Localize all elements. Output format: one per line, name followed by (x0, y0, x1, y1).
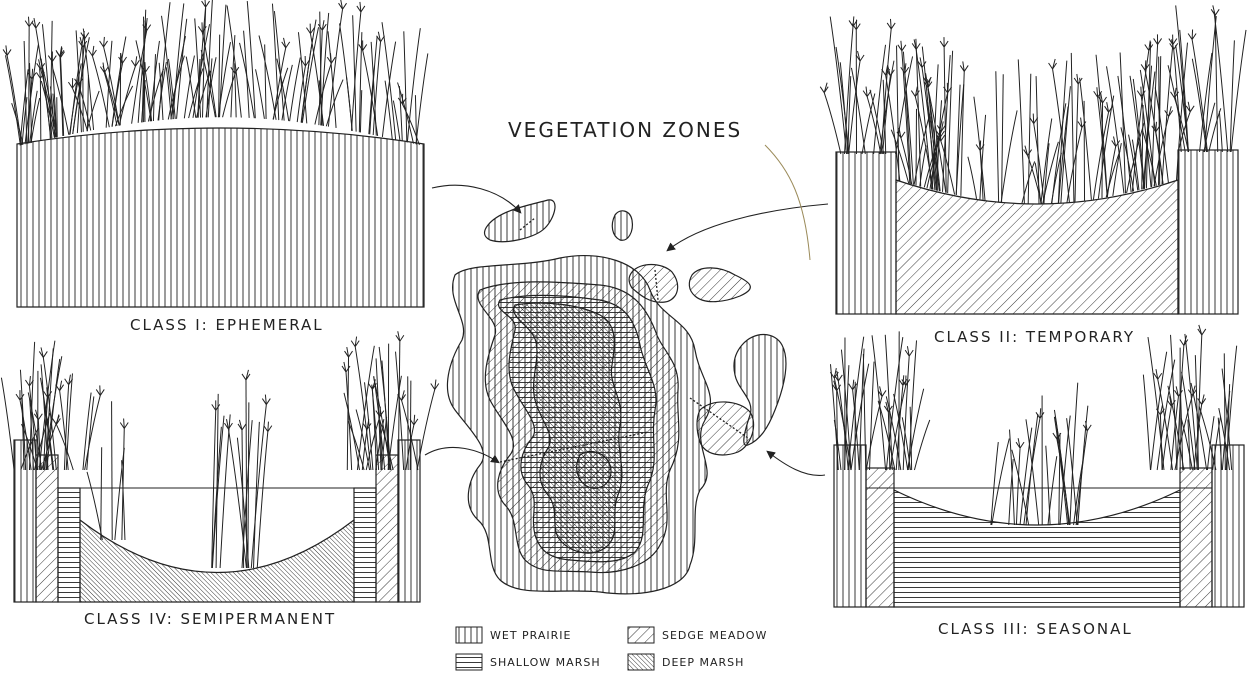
map-island (689, 268, 750, 302)
diagram-title: VEGETATION ZONES (508, 118, 742, 142)
arrow-to-class-3 (768, 452, 825, 475)
vegetation-grass (3, 0, 428, 145)
legend-swatch-shallow-marsh (456, 654, 482, 670)
sedge-meadow-zone (896, 180, 1178, 314)
legend-label-sedge-meadow: SEDGE MEADOW (662, 629, 767, 642)
wet-prairie-right (1212, 445, 1244, 607)
map-island (697, 402, 754, 455)
panel-class-4-semipermanent (1, 331, 438, 602)
legend-label-wet-prairie: WET PRAIRIE (490, 629, 571, 642)
label-class-4: CLASS IV: SEMIPERMANENT (84, 610, 336, 628)
panel-class-2-temporary (820, 5, 1246, 314)
label-class-1: CLASS I: EPHEMERAL (130, 316, 324, 334)
map-island (485, 200, 556, 242)
panel-class-1-ephemeral (3, 0, 428, 307)
legend-swatch-deep-marsh (628, 654, 654, 670)
sedge-meadow-left (36, 455, 58, 602)
legend-swatch-sedge-meadow (628, 627, 654, 643)
wet-prairie-left (834, 445, 866, 607)
legend-swatch-wet-prairie (456, 627, 482, 643)
shallow-marsh-right (354, 488, 376, 602)
label-class-2: CLASS II: TEMPORARY (934, 328, 1135, 346)
arrow-to-class-1 (432, 185, 520, 212)
legend-label-shallow-marsh: SHALLOW MARSH (490, 656, 601, 669)
wet-prairie-right (1178, 150, 1238, 314)
sedge-meadow-left (866, 468, 894, 607)
panel-class-3-seasonal (830, 325, 1244, 607)
wet-prairie-zone (17, 128, 424, 307)
arrow-to-class-2 (668, 204, 828, 250)
legend-label-deep-marsh: DEEP MARSH (662, 656, 744, 669)
map-island (612, 211, 632, 240)
wet-prairie-left (836, 152, 896, 314)
stray-pencil-line (765, 145, 810, 260)
sedge-meadow-right (376, 455, 398, 602)
vegetation-zone-map (447, 200, 786, 594)
shallow-marsh-left (58, 488, 80, 602)
sedge-meadow-right (1180, 468, 1212, 607)
label-class-3: CLASS III: SEASONAL (938, 620, 1133, 638)
